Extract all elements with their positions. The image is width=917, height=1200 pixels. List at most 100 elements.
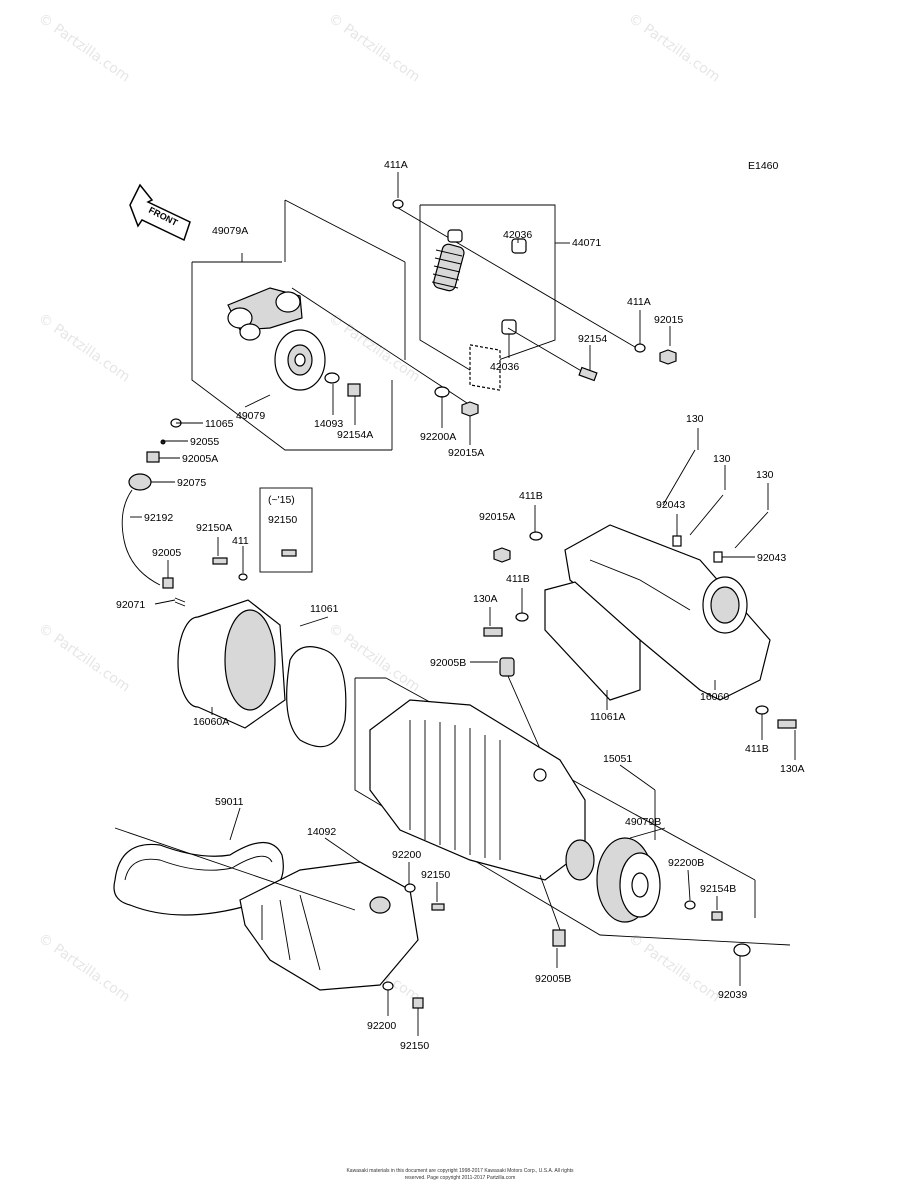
label-411: 411 [232, 535, 249, 547]
label-11065: 11065 [205, 418, 234, 430]
label-92005b: 92005B [430, 657, 466, 669]
bolt-130 [734, 511, 769, 549]
label-92005: 92005 [152, 547, 181, 559]
washer-92200 [404, 883, 416, 893]
label-92154b: 92154B [700, 883, 736, 895]
label-92192: 92192 [144, 512, 173, 524]
label-92055: 92055 [190, 436, 219, 448]
bolt-130a [777, 719, 797, 729]
inset-label: (~'15) [268, 494, 295, 506]
washer-411b [529, 531, 543, 541]
pulley-49079b [596, 837, 661, 923]
washer-411a [392, 199, 404, 209]
label-92154a: 92154A [337, 429, 373, 441]
label-411a-right: 411A [627, 296, 651, 308]
nut-92015 [659, 349, 677, 365]
label-92043: 92043 [656, 499, 685, 511]
label-92154: 92154 [578, 333, 607, 345]
washer-92200a [434, 386, 450, 398]
label-130: 130 [756, 469, 774, 481]
label-49079a: 49079A [212, 225, 248, 237]
belt-cover-14092 [239, 861, 419, 991]
washer-411a [634, 343, 646, 353]
cap-92039 [733, 943, 751, 957]
bolt-92154b [711, 911, 723, 921]
label-42036: 42036 [503, 229, 532, 241]
bolt-92150 [412, 997, 424, 1009]
label-59011: 59011 [215, 796, 244, 808]
bolt-130 [662, 449, 696, 506]
fitting-92005b [499, 657, 515, 677]
tensioner-group-frame [191, 199, 406, 451]
bolt-92154a [347, 383, 361, 397]
label-92150: 92150 [400, 1040, 429, 1052]
label-130: 130 [686, 413, 704, 425]
label-92200a: 92200A [420, 431, 456, 443]
damper-group-frame [419, 204, 570, 371]
label-49079b: 49079B [625, 816, 661, 828]
leader-lines [130, 172, 796, 1036]
label-92015a: 92015A [479, 511, 515, 523]
gasket-11061 [286, 646, 347, 748]
hose-92192 [121, 489, 161, 586]
label-11061: 11061 [310, 603, 339, 615]
label-92200: 92200 [392, 849, 421, 861]
label-14093: 14093 [314, 418, 343, 430]
label-92150: 92150 [421, 869, 450, 881]
label-92015a: 92015A [448, 447, 484, 459]
copyright-notice: Kawasaki materials in this document are … [346, 1168, 574, 1181]
label-411b: 411B [506, 573, 530, 585]
bolt-92150a [212, 557, 228, 565]
clamp-92075 [128, 473, 152, 491]
bolt-92150 [431, 903, 445, 911]
collar-42036 [511, 238, 527, 254]
bolt-130a [483, 627, 503, 637]
inset-box: (~'15) [259, 487, 313, 573]
label-130: 130 [713, 453, 731, 465]
spring-92071 [174, 597, 186, 607]
label-49079: 49079 [236, 410, 265, 422]
washer-14093 [324, 372, 340, 384]
drive-belt-59011 [113, 842, 284, 916]
idler-pulley [274, 329, 326, 391]
label-92150a: 92150A [196, 522, 232, 534]
label-92150-inset: 92150 [268, 514, 297, 526]
label-411b: 411B [745, 743, 769, 755]
supercharger-body [369, 699, 595, 881]
label-15051: 15051 [603, 753, 632, 765]
label-42036-bottom: 42036 [490, 361, 519, 373]
label-92075: 92075 [177, 477, 206, 489]
nut-92015a [461, 401, 479, 417]
pin-92043 [713, 551, 723, 563]
label-92071: 92071 [116, 599, 145, 611]
label-11061a: 11061A [590, 711, 625, 723]
duct-16060 [564, 524, 771, 701]
washer-411b [515, 612, 529, 622]
duct-16060a [177, 599, 286, 729]
fitting-92005a [146, 451, 160, 463]
shock-damper [431, 229, 501, 391]
gasket-11061a [544, 581, 641, 701]
bolt-130 [689, 494, 724, 536]
label-130a: 130A [780, 763, 805, 775]
label-92039: 92039 [718, 989, 747, 1001]
nut-92015a [493, 547, 511, 563]
label-411b: 411B [519, 490, 543, 502]
label-92015: 92015 [654, 314, 683, 326]
front-arrow-icon: FRONT [129, 183, 191, 242]
label-411a: 411A [384, 159, 408, 171]
washer-411 [238, 573, 248, 581]
washer-92200b [684, 900, 696, 910]
pin-92043 [672, 535, 682, 547]
label-16060: 16060 [700, 691, 729, 703]
label-92200b: 92200B [668, 857, 704, 869]
washer-92200 [382, 981, 394, 991]
label-92005b: 92005B [535, 973, 571, 985]
label-92043: 92043 [757, 552, 786, 564]
label-16060a: 16060A [193, 716, 229, 728]
label-44071: 44071 [572, 237, 601, 249]
label-92200: 92200 [367, 1020, 396, 1032]
label-130a: 130A [473, 593, 498, 605]
tensioner-arm [227, 287, 303, 341]
